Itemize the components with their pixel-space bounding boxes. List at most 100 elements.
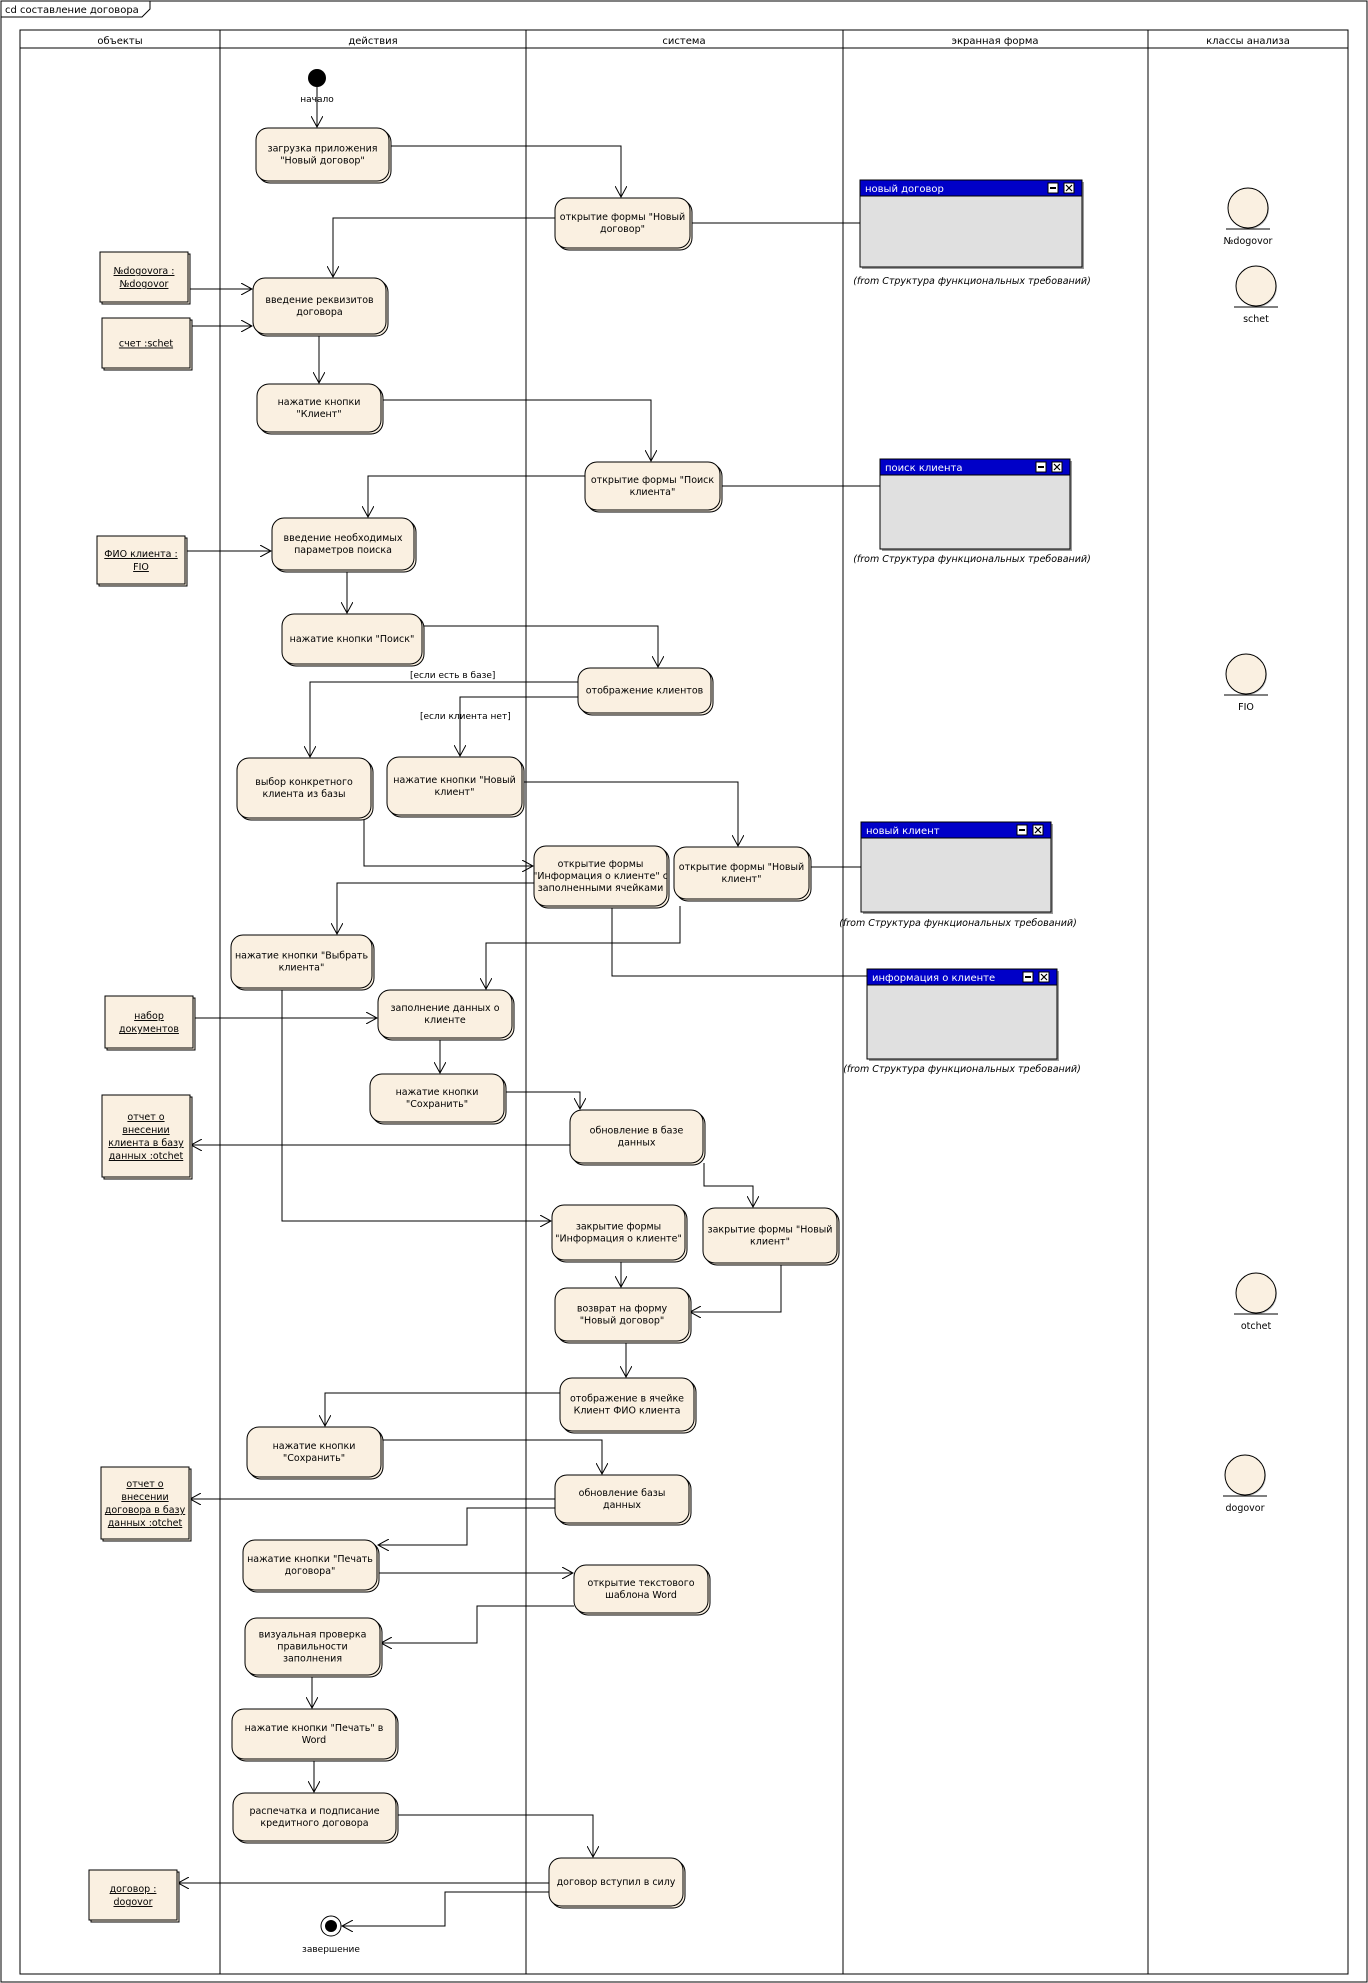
activity-box — [551, 1204, 686, 1261]
object-label: данных :otchet — [108, 1518, 183, 1529]
lane-header-objects: объекты — [97, 36, 142, 47]
activity-label: закрытие формы "Новый — [708, 1225, 833, 1236]
activity-label: нажатие кнопки — [278, 397, 361, 408]
object-label: договор : — [110, 1884, 157, 1895]
form-title: поиск клиента — [885, 463, 962, 474]
activity-box — [548, 1857, 684, 1907]
control-flow-arrow — [389, 145, 621, 197]
activity-label: параметров поиска — [294, 545, 392, 556]
activity-label: заполнения — [283, 1654, 342, 1665]
activity-box — [533, 845, 668, 907]
activity-a28: договор вступил в силу — [548, 1857, 686, 1909]
activity-label: обновление в базе — [590, 1126, 684, 1137]
guard-if-no-client: [если клиента нет] — [420, 712, 511, 722]
activity-box — [244, 1617, 381, 1676]
activity-label: нажатие кнопки — [273, 1441, 356, 1452]
activity-box — [271, 517, 415, 571]
activity-label: клиента" — [630, 487, 676, 498]
entity-label: schet — [1243, 314, 1269, 325]
entity-label: №dogovor — [1224, 236, 1273, 247]
activity-label: клиента из базы — [263, 789, 346, 800]
control-flow-arrow — [381, 1439, 602, 1474]
object-box — [88, 1869, 178, 1921]
control-flow-arrow — [381, 399, 651, 461]
entity-icon-e4 — [1234, 1272, 1278, 1315]
activity-box — [702, 1207, 838, 1264]
activity-label: нажатие кнопки "Поиск" — [290, 634, 415, 645]
control-flow-arrow — [703, 1163, 753, 1207]
control-flows — [178, 87, 880, 1926]
activity-label: данных — [603, 1500, 641, 1511]
object-label: FIO — [133, 562, 149, 573]
control-flow-arrow — [378, 1507, 555, 1545]
entity-icon-e1 — [1226, 187, 1270, 230]
end-label: завершение — [302, 1945, 360, 1955]
start-node — [308, 69, 326, 87]
activity-label: возврат на форму — [577, 1304, 668, 1315]
activity-label: "Сохранить" — [283, 1453, 345, 1464]
control-flow-arrow — [342, 1891, 549, 1926]
activity-label: шаблона Word — [605, 1590, 677, 1601]
activity-label: открытие формы — [558, 859, 644, 870]
activity-label: нажатие кнопки "Выбрать — [235, 951, 369, 962]
activity-a4: нажатие кнопки"Клиент" — [256, 383, 384, 435]
object-box — [96, 535, 186, 585]
screen-form-f2: поиск клиента — [879, 458, 1072, 551]
activity-box — [554, 1474, 690, 1524]
activity-a7: нажатие кнопки "Поиск" — [281, 613, 425, 667]
activity-label: Клиент ФИО клиента — [574, 1406, 681, 1417]
object-box — [101, 1094, 191, 1178]
activity-label: договора — [296, 307, 342, 318]
frame-tab — [1, 1, 151, 18]
activity-label: визуальная проверка — [259, 1630, 367, 1641]
activity-box — [377, 989, 513, 1039]
activity-a19: возврат на форму"Новый договор" — [554, 1287, 692, 1344]
control-flow-arrow — [486, 906, 681, 989]
object-o2: счет :schet — [101, 317, 193, 371]
object-label: данных :otchet — [109, 1151, 184, 1162]
activity-a15: нажатие кнопки"Сохранить" — [369, 1073, 507, 1125]
object-box — [100, 1466, 190, 1540]
object-label: внесении — [121, 1492, 168, 1503]
activity-box — [577, 667, 712, 714]
control-flow-arrow — [396, 1814, 593, 1857]
activity-box — [369, 1073, 505, 1123]
activity-a8: отображение клиентов — [577, 667, 714, 716]
entity-label: otchet — [1241, 1321, 1272, 1332]
object-box — [99, 251, 189, 303]
object-o7: договор :dogovor — [88, 1869, 180, 1923]
object-o3: ФИО клиента :FIO — [96, 535, 188, 587]
activity-box — [236, 757, 372, 819]
lane-header-system: система — [662, 36, 705, 47]
object-label: отчет о — [126, 1479, 163, 1490]
activity-label: заполненными ячейками — [538, 883, 664, 894]
screen-forms: новый договор (from Структура функциональ… — [839, 179, 1091, 1075]
control-flow-arrow — [522, 781, 738, 846]
form-source-note: (from Структура функциональных требовани… — [853, 276, 1091, 287]
activity-box — [554, 1287, 690, 1342]
activity-box — [255, 127, 390, 182]
screen-form-f1: новый договор — [859, 179, 1084, 269]
activity-box — [246, 1426, 382, 1478]
end-node — [320, 1915, 342, 1937]
screen-form-f3: новый клиент — [860, 821, 1053, 914]
activity-label: клиент" — [722, 874, 762, 885]
activity-label: закрытие формы — [576, 1222, 661, 1233]
form-source-note: (from Структура функциональных требовани… — [853, 554, 1091, 565]
object-label: внесении — [122, 1125, 169, 1136]
activity-label: нажатие кнопки "Новый — [393, 775, 516, 786]
